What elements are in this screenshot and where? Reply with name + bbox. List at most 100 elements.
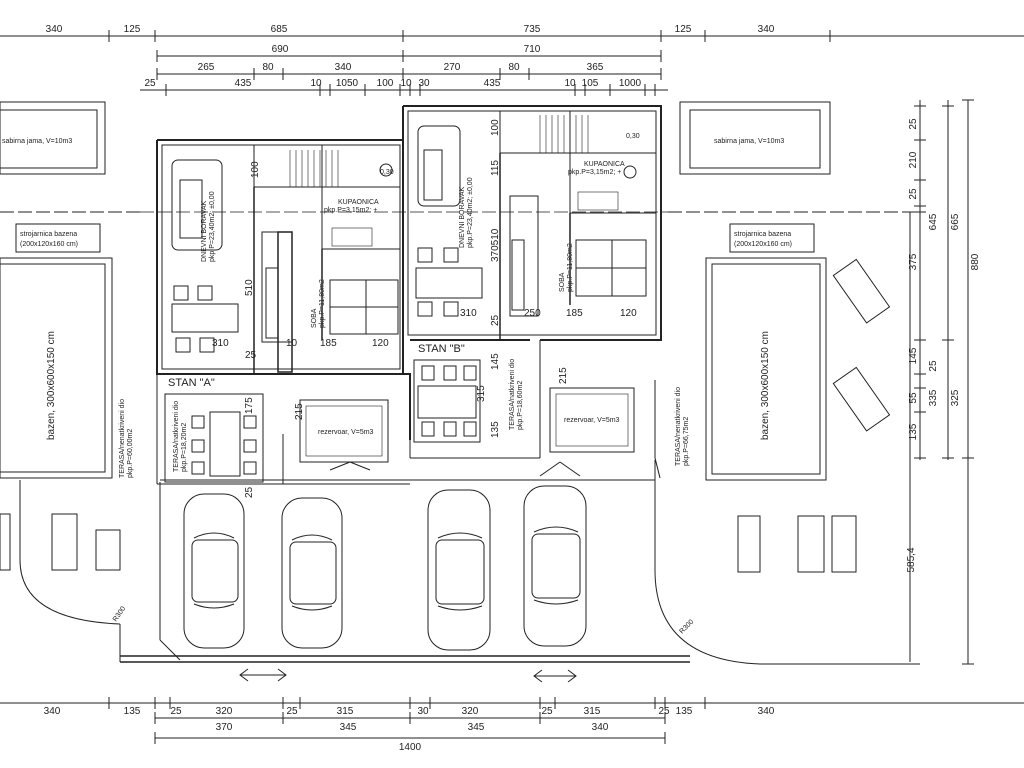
dim-bot2-2: 345 [340,722,357,733]
entrance-arrow-right [533,669,577,683]
dim-bot-7: 30 [417,706,429,717]
dim-b-030: 0,30 [626,133,640,140]
machine-right-label: strojarnica bazena [734,231,791,238]
dim-top4-2: 435 [235,78,252,89]
dim-top3-3: 340 [335,62,352,73]
dim-b-100: 100 [490,119,501,136]
dim-bot-11: 25 [658,706,670,717]
dim-top3-6: 365 [587,62,604,73]
dim-a-185: 185 [320,338,337,349]
dim-right-1: 25 [908,118,919,130]
dim-right-7: 25 [928,360,939,372]
dim-top2-1: 690 [272,44,289,55]
dim-a-310: 310 [212,338,229,349]
dim-bot-5: 25 [286,706,298,717]
dim-b-370510: 370510 [490,228,501,262]
terrace-b-name: TERASA/natkriveni dio [509,359,516,430]
room-b-bath-area: pkp.P=3,15m2; + [568,169,621,176]
room-a-bed-name: SOBA [311,308,318,328]
dim-right-10: 335 [928,389,939,406]
dim-right-9: 135 [908,423,919,440]
right-dimension-lines [914,99,974,665]
dim-top4-9: 10 [564,78,576,89]
dim-a-100: 100 [250,161,261,178]
dim-b-120: 120 [620,308,637,319]
dim-b-185: 185 [566,308,583,319]
bottom-dimension-lines [0,697,1024,744]
terrace-left-area: pkp.P=60,00m2 [127,429,134,478]
dim-a-030: 0,30 [380,169,394,176]
unit-a-label: STAN "A" [168,377,215,389]
dim-bot2-4: 340 [592,722,609,733]
car-4 [523,485,587,647]
dim-b-250: 250 [524,308,541,319]
machine-left-label: strojarnica bazena [20,231,77,238]
dim-right-11: 325 [950,389,961,406]
entrance-arrow-left [239,668,287,682]
dim-right-6: 145 [908,347,919,364]
dim-right-total-1: 665 [950,213,961,230]
dim-bot-8: 320 [462,706,479,717]
dim-right-total-2: 880 [970,253,981,270]
room-b-living-area: pkp.P=23,40m2; ±0,00 [467,177,474,248]
terrace-a-name: TERASA/natkriveni dio [173,401,180,472]
dim-b-135: 135 [490,421,501,438]
dim-b-215: 215 [558,367,569,384]
dim-a-25b: 25 [244,486,255,498]
dim-bot2-1: 370 [216,722,233,733]
dim-top4-11: 1000 [619,78,642,89]
room-b-bath-name: KUPAONICA [584,161,625,168]
dim-top-2: 125 [124,24,141,35]
dim-bot-2: 135 [124,706,141,717]
dim-a-10: 10 [286,338,298,349]
room-b-bed-area: pkp.P=11,80m2 [567,243,574,292]
car-1 [183,493,245,649]
dim-top4-4: 1050 [336,78,359,89]
dim-a-510: 510 [244,279,255,296]
machine-right-size: (200x120x160 cm) [734,241,792,248]
dim-bot-4: 320 [216,706,233,717]
building-walls [156,105,662,440]
septic-right-label: sabirna jama, V=10m3 [714,138,784,145]
dim-top3-5: 80 [508,62,520,73]
dim-bot-9: 25 [541,706,553,717]
dim-right-5: 375 [908,253,919,270]
car-2 [281,497,343,649]
dim-right-8: 55 [908,392,919,404]
car-3 [427,489,491,651]
dim-bot3-total: 1400 [399,742,422,753]
dim-a-25: 25 [245,350,257,361]
room-a-bed-area: pkp.P=11,80m2 [319,279,326,328]
dim-top4-7: 30 [418,78,430,89]
dim-top4-10: 105 [582,78,599,89]
terrace-b-area: pkp.P=18,60m2 [517,381,524,430]
top-dimension-lines [0,30,1024,96]
septic-left-label: sabirna jama, V=10m3 [2,138,72,145]
room-a-living-name: DNEVNI BORAVAK [201,200,208,262]
pool-right-label: bazen, 300x600x150 cm [760,331,771,440]
dim-bot-6: 315 [337,706,354,717]
room-a-bath-name: KUPAONICA [338,199,379,206]
dim-top3-2: 80 [262,62,274,73]
unit-b-label: STAN "B" [418,343,465,355]
dim-bot-1: 340 [44,706,61,717]
dim-a-120: 120 [372,338,389,349]
dim-bot-12: 135 [676,706,693,717]
dim-right-3: 25 [908,188,919,200]
dim-top-3: 685 [271,24,288,35]
dim-right-2: 210 [908,151,919,168]
terrace-a-area: pkp.P=18,20m2 [181,423,188,472]
terrace-left-name: TERASA/nenatkriveni dio [119,399,126,478]
dim-top2-2: 710 [524,44,541,55]
dim-b-315: 315 [476,385,487,402]
dim-right-total-3: 585,4 [906,547,917,572]
radius-right-label: R300 [678,619,695,636]
terrace-right-area: pkp.P=66,75m2 [683,417,690,466]
dim-top-4: 735 [524,24,541,35]
dim-top4-6: 10 [400,78,412,89]
room-b-living-name: DNEVNI BORAVAK [459,186,466,248]
dim-bot-10: 315 [584,706,601,717]
terrace-right-name: TERASA/nenatkriveni dio [675,387,682,466]
dim-top-6: 340 [758,24,775,35]
